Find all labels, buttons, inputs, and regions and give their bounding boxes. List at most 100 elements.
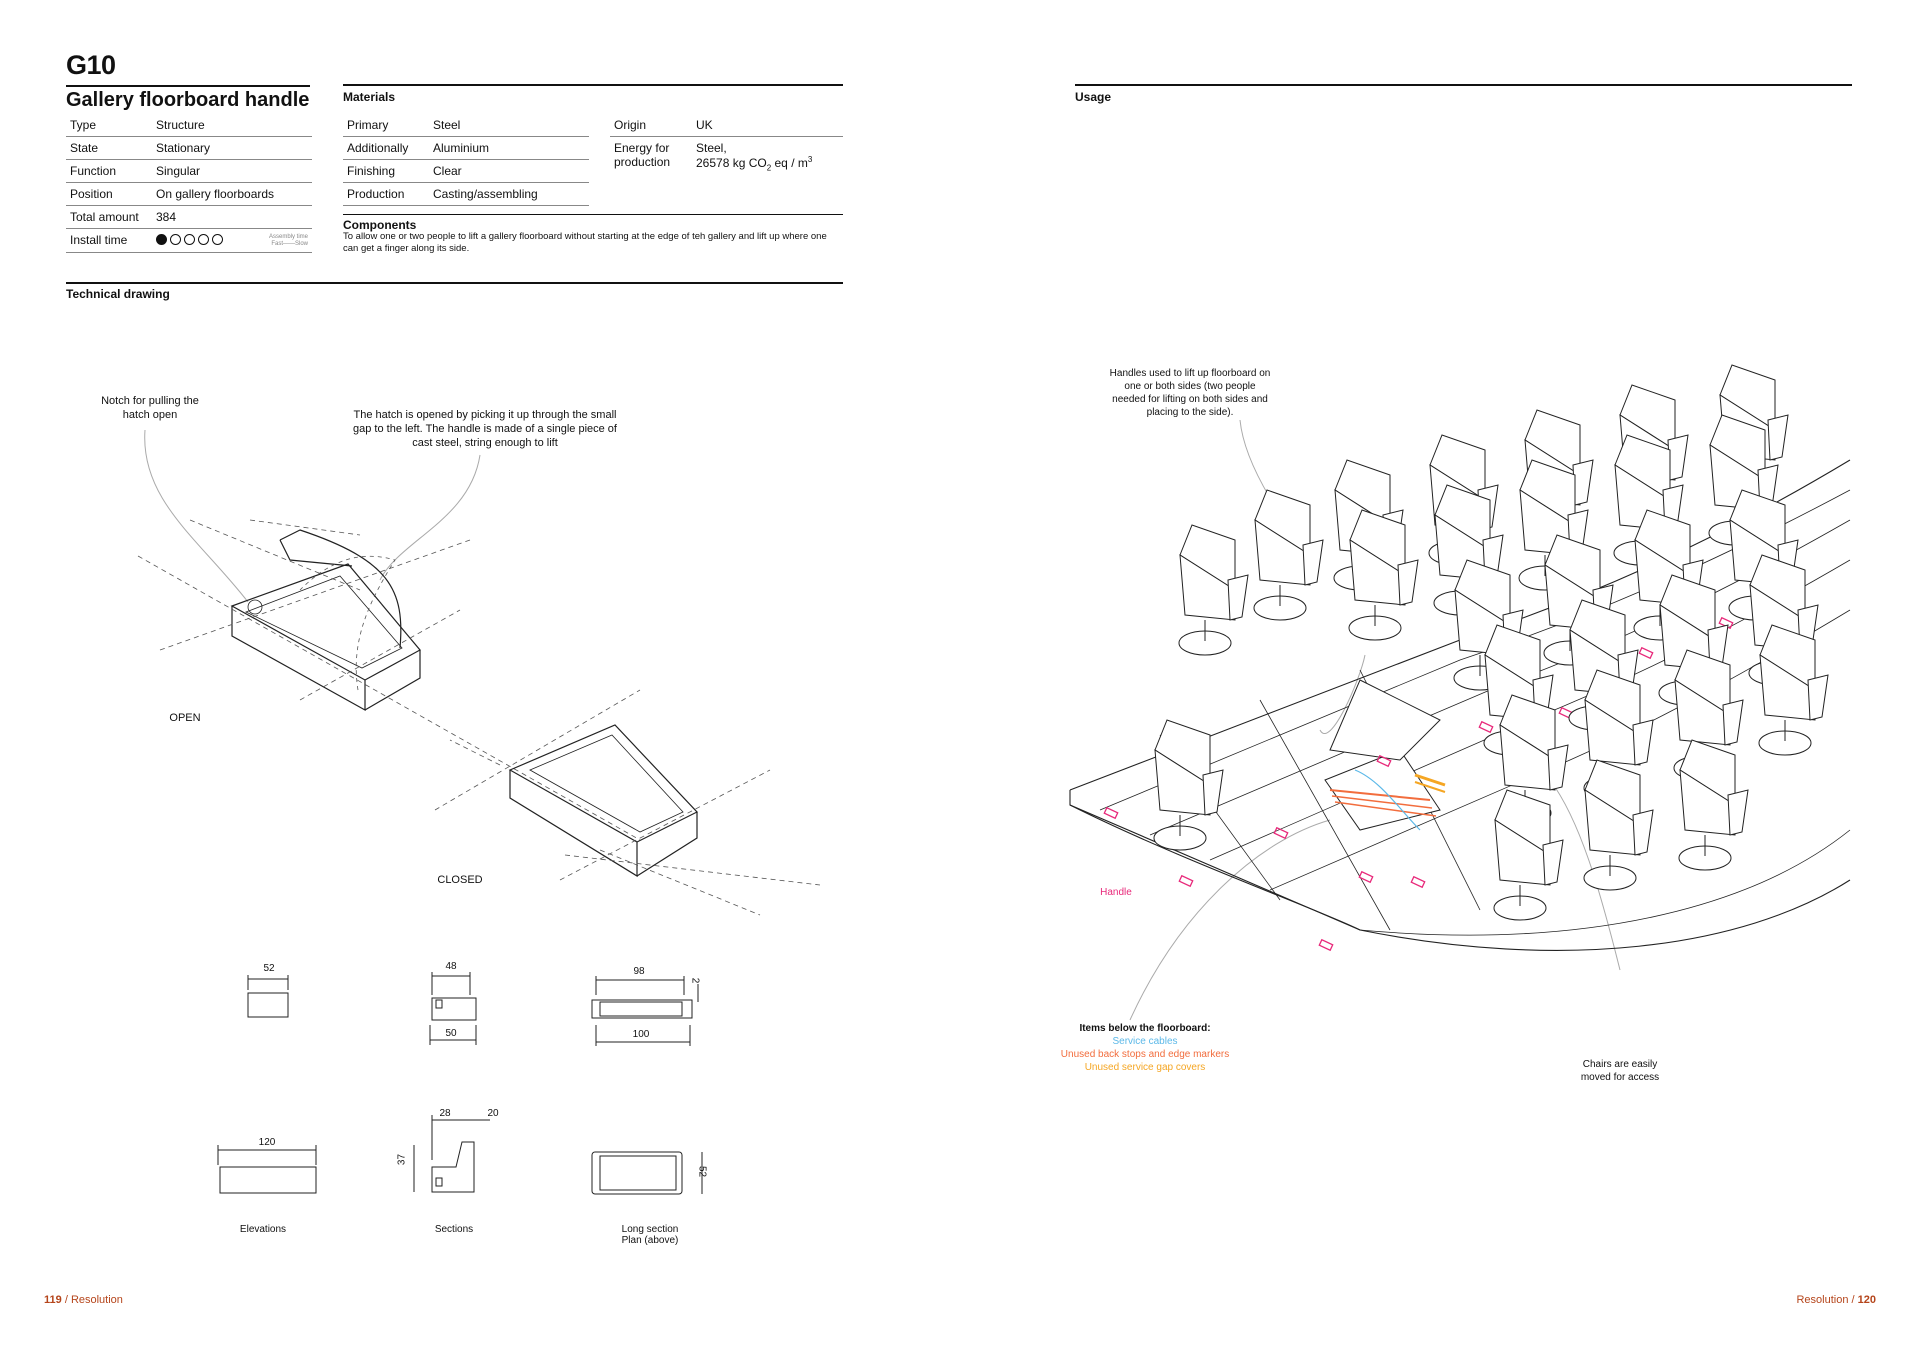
scale-line-2: Fast——Slow	[271, 241, 308, 247]
components-text: To allow one or two people to lift a gal…	[343, 231, 827, 254]
property-key: Function	[66, 159, 152, 183]
install-time-label: Install time	[66, 228, 152, 253]
open-axis-lines	[137, 519, 641, 841]
material-value: Aluminium	[429, 136, 589, 160]
chair	[1493, 789, 1564, 921]
dim-50: 50	[445, 1028, 457, 1039]
chair	[1583, 759, 1654, 891]
components-heading: Components	[343, 214, 843, 232]
note-chairs-line-1: Chairs are easily	[1582, 1059, 1658, 1070]
elevation-bottom	[217, 1145, 317, 1194]
property-value: On gallery floorboards	[152, 182, 312, 206]
page-number-right: 120	[1857, 1294, 1876, 1306]
usage-heading: Usage	[1075, 84, 1852, 104]
technical-drawing-heading: Technical drawing	[66, 282, 843, 301]
section-bottom	[413, 1115, 490, 1193]
item-cables: Service cables	[1112, 1036, 1178, 1047]
rating-dot-filled	[156, 233, 167, 245]
note-notch-line-2: hatch open	[122, 409, 178, 421]
section-top	[429, 972, 477, 1045]
property-value: 384	[152, 205, 312, 229]
material-value: Steel	[429, 114, 589, 137]
energy-unit: eq / m	[771, 156, 808, 170]
footer-separator-left: /	[64, 1294, 68, 1306]
closed-handle-drawing	[508, 724, 698, 878]
note-handles-line-3: needed for lifting on both sides and	[1112, 394, 1268, 405]
materials-heading: Materials	[343, 84, 843, 104]
rating-dot-empty	[198, 233, 209, 245]
leader-hatch	[379, 454, 481, 581]
note-hatch-line-3: cast steel, string enough to lift	[412, 437, 558, 449]
note-chairs-line-2: moved for access	[1580, 1072, 1660, 1083]
dim-2: 2	[689, 977, 701, 984]
label-open: OPEN	[169, 712, 201, 724]
property-key: Total amount	[66, 205, 152, 229]
material-key: Production	[343, 182, 429, 206]
caption-long-line-1: Long section	[621, 1224, 679, 1235]
leader-notch	[144, 429, 249, 603]
energy-sup: 3	[807, 155, 813, 164]
chair	[1758, 624, 1829, 756]
elevation-top	[247, 975, 289, 1018]
note-notch: Notch for pulling the hatch open	[80, 394, 220, 422]
energy-sub: 2	[766, 163, 772, 173]
dim-120: 120	[258, 1137, 276, 1148]
property-value: Stationary	[152, 136, 312, 160]
material-key: Finishing	[343, 159, 429, 183]
caption-elevations: Elevations	[239, 1224, 287, 1235]
chair	[1348, 509, 1419, 641]
note-chairs: Chairs are easily moved for access	[1560, 1058, 1680, 1084]
dim-37: 37	[396, 1153, 408, 1166]
material-key: Primary	[343, 114, 429, 137]
material-value: Casting/assembling	[429, 182, 589, 206]
property-value: Structure	[152, 114, 312, 137]
note-handles-line-1: Handles used to lift up floorboard on	[1109, 368, 1271, 379]
caption-long-section: Long section Plan (above)	[590, 1224, 710, 1246]
note-handles-line-4: placing to the side).	[1146, 407, 1234, 418]
note-notch-line-1: Notch for pulling the	[101, 395, 199, 407]
items-heading: Items below the floorboard:	[1079, 1023, 1211, 1034]
section-name-right: Resolution	[1796, 1294, 1849, 1306]
material-key: Additionally	[343, 136, 429, 160]
rating-dot-empty	[212, 233, 223, 245]
property-key: Position	[66, 182, 152, 206]
item-code: G10	[66, 50, 116, 80]
chair	[1253, 489, 1324, 621]
chair	[1178, 524, 1249, 656]
dim-20: 20	[487, 1108, 499, 1119]
material-value: Clear	[429, 159, 589, 183]
dim-52-top: 52	[263, 963, 275, 974]
footer-right: Resolution / 120	[1796, 1294, 1876, 1306]
energy-line-1: Steel,	[696, 141, 727, 155]
property-key: Type	[66, 114, 152, 137]
chairs	[1153, 364, 1829, 921]
chair	[1678, 739, 1749, 871]
floor-opening	[1324, 679, 1446, 831]
plan-bottom	[591, 1151, 703, 1195]
caption-long-line-2: Plan (above)	[621, 1235, 679, 1246]
origin-key: Origin	[610, 114, 692, 137]
technical-drawing	[137, 429, 821, 1195]
energy-value: Steel, 26578 kg CO2 eq / m3	[692, 137, 843, 177]
scale-line-1: Assembly time	[268, 234, 308, 240]
dim-52-bottom: 52	[696, 1165, 708, 1178]
item-covers: Unused service gap covers	[1084, 1062, 1206, 1073]
closed-axis-lines	[434, 689, 821, 916]
section-name-left: Resolution	[70, 1294, 123, 1306]
note-handles-line-2: one or both sides (two people	[1124, 381, 1256, 392]
item-backstops: Unused back stops and edge markers	[1060, 1049, 1230, 1060]
item-title: Gallery floorboard handle	[66, 85, 310, 112]
note-hatch: The hatch is opened by picking it up thr…	[330, 408, 640, 450]
handle-label: Handle	[1100, 887, 1132, 898]
property-key: State	[66, 136, 152, 160]
page-number-left: 119	[44, 1294, 62, 1306]
